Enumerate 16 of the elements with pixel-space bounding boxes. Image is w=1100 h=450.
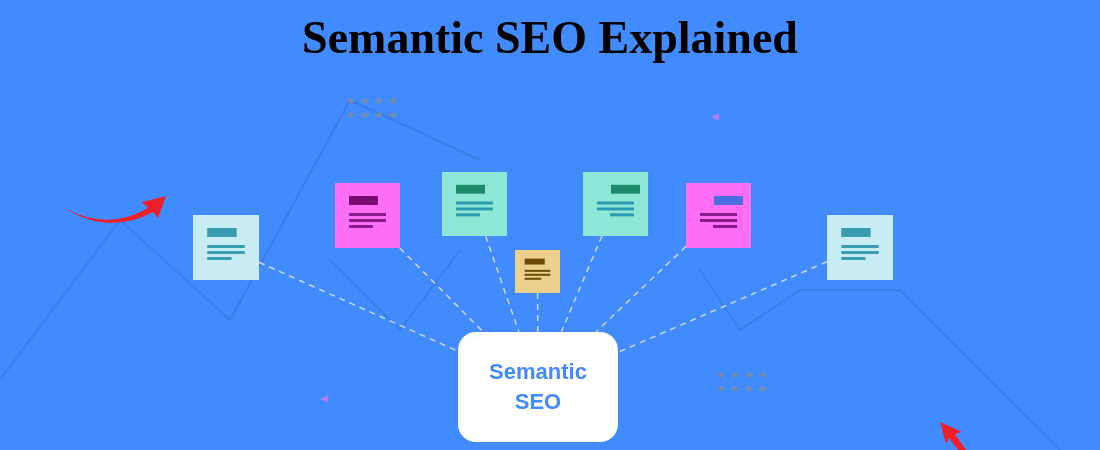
- document-card: [827, 215, 893, 280]
- dashed-connector: [399, 247, 485, 333]
- document-card: [686, 183, 751, 248]
- title: Semantic SEO Explained: [301, 11, 799, 65]
- dashed-connector: [617, 261, 828, 354]
- dashed-connector: [560, 235, 603, 333]
- document-card: [515, 250, 560, 293]
- topic-box: [458, 332, 618, 442]
- dashed-connector: [536, 292, 539, 333]
- document-card: [583, 172, 648, 236]
- document-card: [193, 215, 259, 280]
- document-card: [442, 172, 507, 236]
- dashed-connector: [484, 235, 520, 333]
- dashed-connector: [595, 245, 687, 333]
- topic-label: Semantic SEO: [488, 358, 588, 416]
- document-card: [335, 183, 400, 248]
